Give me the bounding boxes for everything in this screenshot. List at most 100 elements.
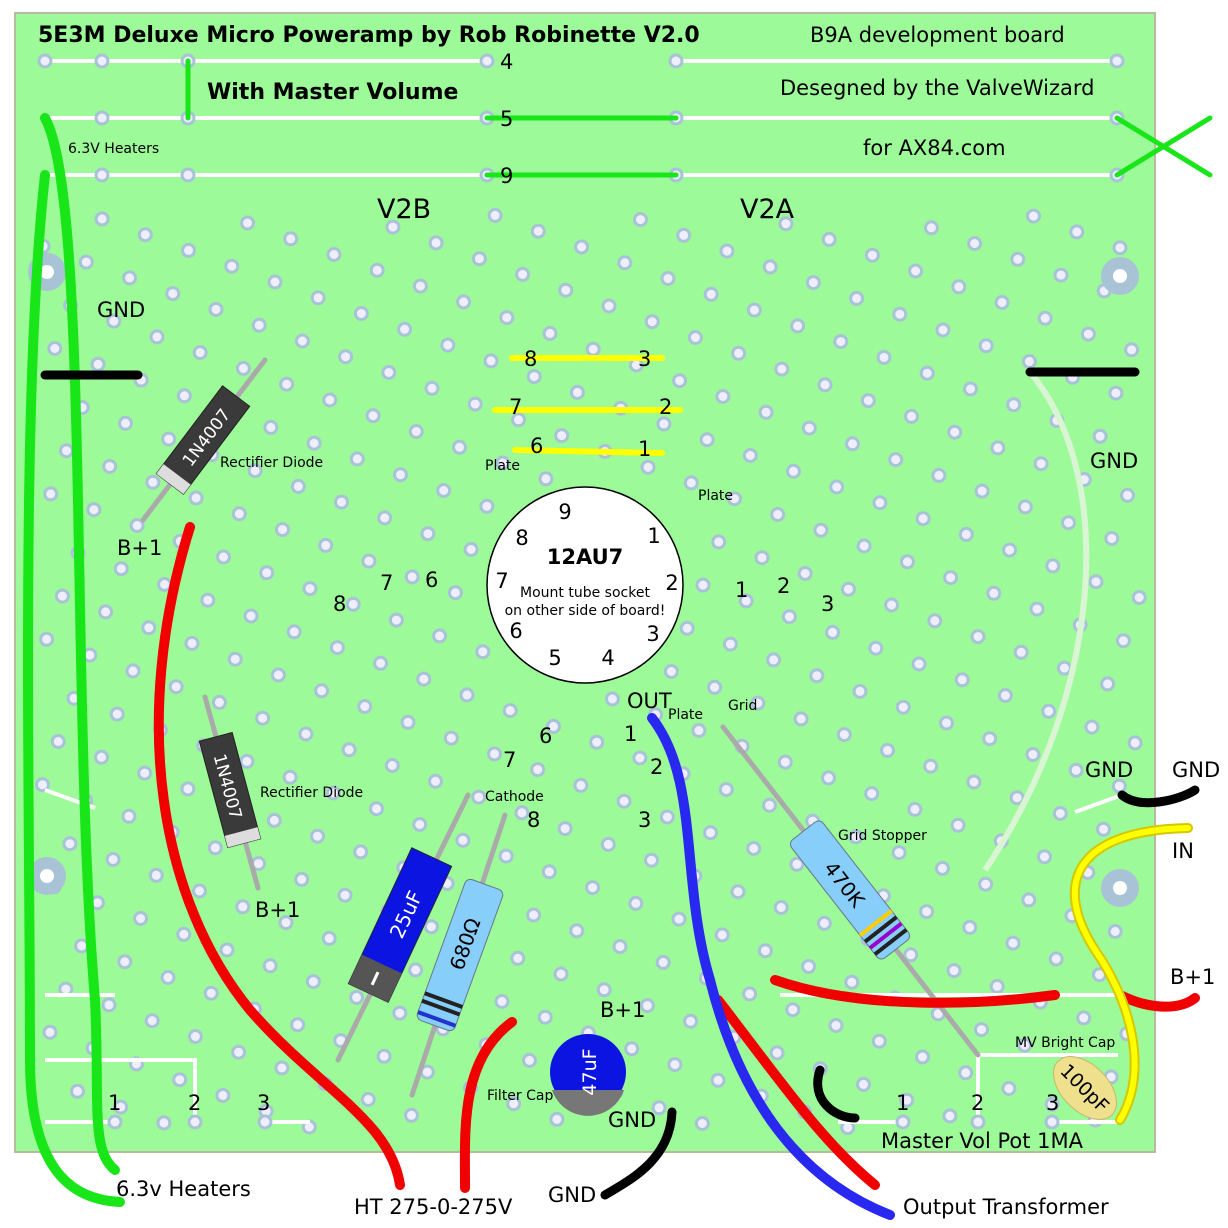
pad — [935, 322, 951, 338]
pad — [137, 765, 153, 781]
pad — [294, 871, 310, 887]
cathode-label: Cathode — [485, 789, 544, 805]
output-transformer-wire — [647, 713, 895, 1220]
pad — [420, 526, 436, 542]
pad — [498, 848, 514, 864]
pad — [849, 290, 865, 306]
pad — [789, 856, 805, 872]
strip-number: 5 — [500, 107, 513, 131]
pad — [160, 970, 176, 985]
pin-number: 3 — [821, 592, 834, 616]
pin-number: 7 — [503, 748, 516, 772]
pad — [974, 1022, 989, 1038]
pad — [769, 1045, 785, 1061]
pad — [660, 271, 676, 286]
pad — [868, 640, 884, 656]
pot-pin: 1 — [108, 1091, 121, 1115]
pad — [856, 1076, 871, 1092]
pad — [986, 585, 1002, 601]
pad — [899, 554, 915, 570]
pad — [774, 361, 790, 377]
pad — [585, 341, 601, 357]
pad — [966, 774, 982, 790]
pad — [168, 679, 184, 695]
pad — [770, 507, 786, 522]
pad — [428, 773, 443, 789]
pad — [400, 714, 416, 730]
pad — [829, 479, 845, 495]
pad — [766, 652, 782, 668]
pad — [1104, 531, 1120, 546]
pad — [192, 883, 207, 899]
pad — [329, 640, 345, 656]
pad — [632, 750, 648, 766]
pad — [70, 1083, 85, 1099]
pad — [452, 439, 467, 455]
pad — [710, 1072, 726, 1088]
pin-number: 6 — [425, 568, 438, 592]
pad — [825, 624, 841, 640]
pin-number: 6 — [539, 724, 552, 748]
jumper-pin: 2 — [659, 395, 672, 419]
designer: Desegned by the ValveWizard — [780, 76, 1095, 100]
pad — [447, 585, 463, 601]
cathode-resistor: 680Ω — [416, 878, 504, 1032]
pad — [703, 286, 719, 302]
pad — [39, 631, 55, 647]
pad — [990, 440, 1006, 456]
pad — [282, 769, 298, 785]
heater-wire — [23, 170, 125, 1207]
pad — [345, 596, 361, 612]
pad — [365, 408, 381, 424]
strip-number: 4 — [500, 50, 513, 74]
pad — [844, 974, 860, 990]
pad — [109, 706, 125, 722]
pad — [181, 242, 196, 258]
pad — [1005, 935, 1021, 951]
pad — [600, 836, 616, 852]
pad — [219, 942, 235, 958]
pad — [978, 338, 994, 354]
pad — [294, 333, 310, 349]
pad — [1017, 1037, 1033, 1053]
pad — [915, 1049, 930, 1065]
pad — [750, 695, 766, 711]
pad — [243, 608, 259, 624]
pad — [1108, 385, 1124, 401]
pad — [1124, 342, 1140, 358]
pad — [133, 911, 149, 926]
pad — [994, 295, 1010, 310]
pad — [942, 1108, 958, 1124]
pad — [719, 243, 735, 259]
pad — [876, 349, 892, 365]
pad — [62, 836, 78, 852]
pad — [821, 770, 836, 786]
pad — [207, 840, 223, 856]
pad — [94, 211, 110, 227]
green-jumpers — [185, 58, 1213, 178]
heater-wire — [40, 113, 120, 1175]
pad — [542, 325, 558, 341]
pad — [511, 412, 526, 428]
pad — [208, 301, 224, 317]
rectifier-label: Rectifier Diode — [260, 785, 363, 801]
pad — [200, 592, 216, 608]
pad — [676, 227, 692, 243]
grid-stopper-label: Grid Stopper — [838, 828, 927, 844]
pad — [997, 688, 1013, 703]
tube-pin: 7 — [495, 569, 508, 593]
pad — [659, 809, 675, 825]
pad — [891, 845, 907, 861]
pad — [35, 777, 50, 793]
pad — [1037, 310, 1053, 326]
pad — [538, 471, 554, 487]
pad — [801, 959, 817, 974]
pad — [617, 255, 633, 271]
pad — [385, 219, 401, 235]
pad — [456, 294, 472, 310]
bplus-label: B+1 — [117, 536, 162, 560]
b-plus-wire — [770, 975, 1200, 1012]
pad — [903, 947, 919, 963]
pad — [919, 365, 935, 381]
pad — [188, 490, 204, 506]
